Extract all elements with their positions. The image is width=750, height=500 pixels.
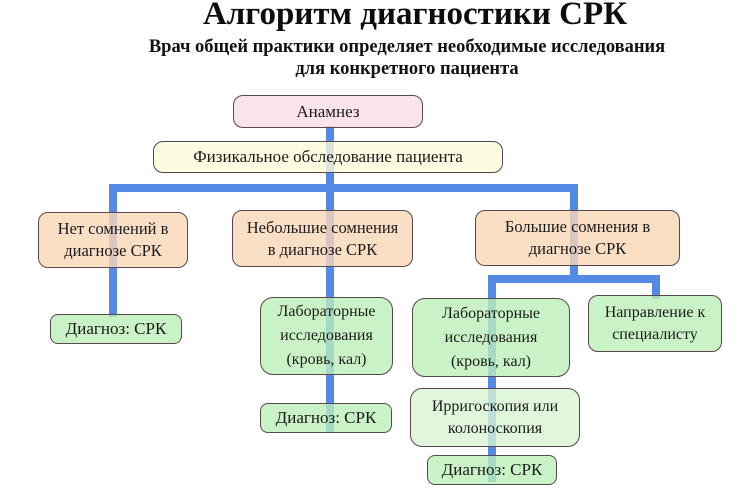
connector-right-sub-left bbox=[488, 275, 496, 482]
subtitle-line-2: для конкретного пациента bbox=[295, 59, 519, 79]
connector-trunk-vertical bbox=[326, 126, 334, 433]
node-big-doubts: Большие сомнения в диагнозе СРК bbox=[475, 210, 680, 266]
node-diagnosis-middle: Диагноз: СРК bbox=[260, 403, 392, 433]
node-lab-tests-middle: Лабораторные исследования (кровь, кал) bbox=[260, 297, 393, 375]
node-referral-specialist: Направление к специалисту bbox=[588, 295, 722, 352]
node-small-doubts: Небольшие сомнения в диагнозе СРК bbox=[232, 210, 413, 267]
node-no-doubts: Нет сомнений в диагнозе СРК bbox=[38, 212, 188, 268]
connector-right-sub-right bbox=[652, 275, 660, 299]
node-irrigoscopy: Ирригоскопия или колоноскопия bbox=[410, 388, 580, 447]
node-lab-tests-right: Лабораторные исследования (кровь, кал) bbox=[412, 298, 570, 377]
connector-trunk-horizontal bbox=[109, 184, 578, 192]
subtitle-line-1: Врач общей практики определяет необходим… bbox=[148, 37, 666, 57]
node-anamnesis: Анамнез bbox=[233, 95, 423, 128]
page-subtitle: Врач общей практики определяет необходим… bbox=[0, 36, 750, 80]
node-physical-exam: Физикальное обследование пациента bbox=[153, 141, 503, 173]
node-diagnosis-right: Диагноз: СРК bbox=[427, 455, 557, 485]
connector-right-sub-horizontal bbox=[488, 275, 660, 283]
node-diagnosis-left: Диагноз: СРК bbox=[50, 314, 182, 344]
page-title: Алгоритм диагностики СРК bbox=[202, 0, 628, 32]
